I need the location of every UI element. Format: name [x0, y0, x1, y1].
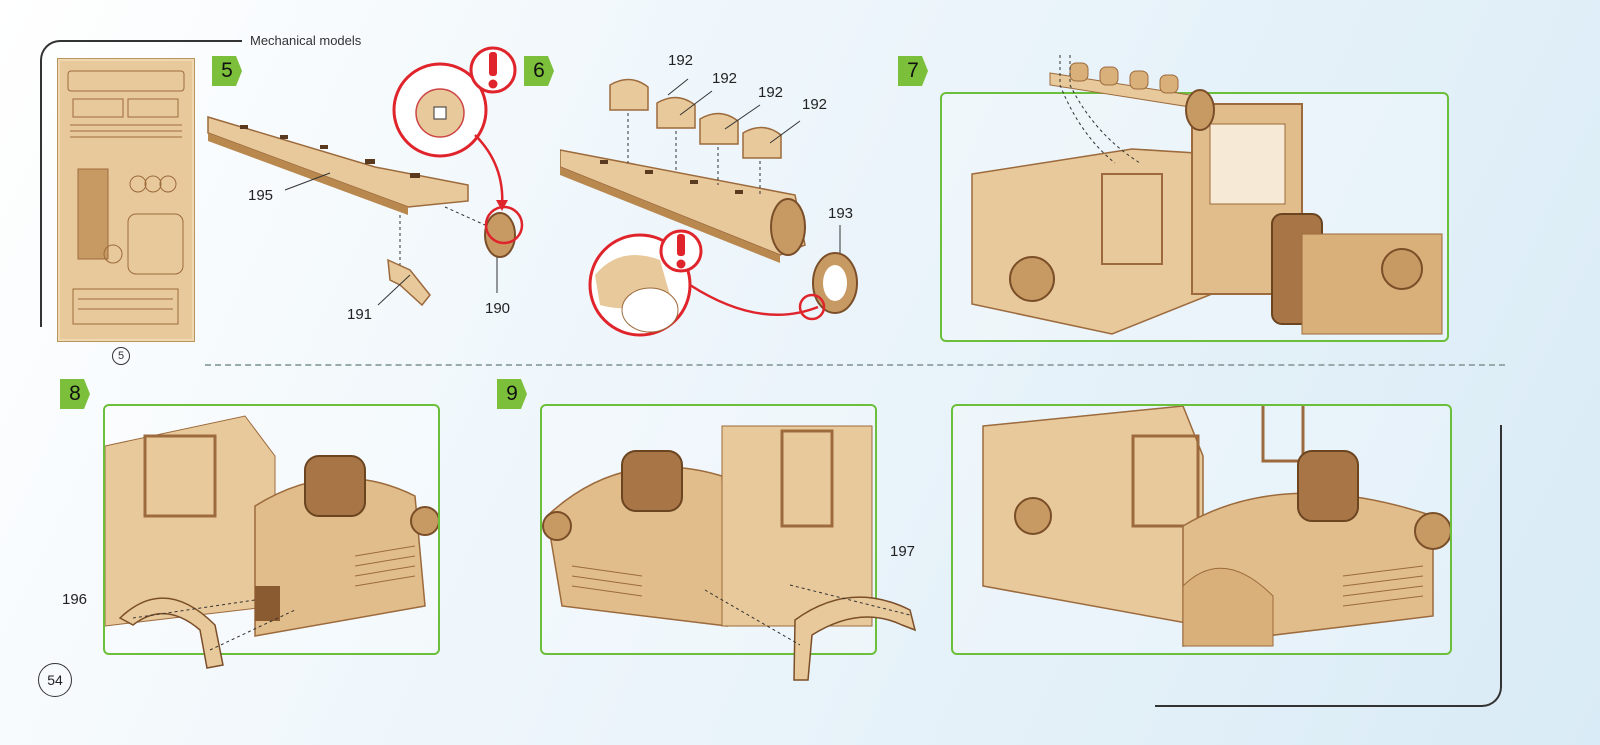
step-8-badge: 8 — [60, 379, 90, 409]
step-8-fender-part — [115, 570, 315, 675]
step-7-roof-rack — [1040, 55, 1230, 165]
part-label-192-a: 192 — [668, 52, 694, 69]
step-6-illustration — [560, 55, 880, 345]
part-label-192-b: 192 — [712, 70, 738, 87]
header-frame-line — [40, 40, 242, 327]
step-8-panel — [103, 404, 440, 655]
step-5-badge: 5 — [212, 56, 242, 86]
footer-frame-line — [1155, 425, 1502, 707]
result-panel — [951, 404, 1452, 655]
step-9-panel — [540, 404, 877, 655]
part-label-195: 195 — [248, 187, 274, 204]
part-label-192-d: 192 — [802, 96, 828, 113]
step-5-warning-icon — [468, 42, 518, 102]
step-7-panel — [940, 92, 1449, 342]
step-9-fender-part — [690, 575, 930, 685]
parts-sheet-thumbnail — [57, 58, 195, 342]
part-label-190: 190 — [485, 300, 511, 317]
row-separator — [205, 364, 1505, 366]
part-label-193: 193 — [828, 205, 854, 222]
part-label-191: 191 — [347, 306, 373, 323]
page-number: 54 — [38, 663, 72, 697]
step-5-illustration — [200, 55, 530, 345]
parts-sheet-number: 5 — [112, 347, 130, 365]
part-label-197: 197 — [890, 543, 916, 560]
part-label-196: 196 — [62, 591, 88, 608]
step-6-badge: 6 — [524, 56, 554, 86]
step-6-warning-icon — [658, 225, 704, 281]
part-label-192-c: 192 — [758, 84, 784, 101]
page-header-title: Mechanical models — [250, 33, 362, 48]
step-7-badge: 7 — [898, 56, 928, 86]
step-9-badge: 9 — [497, 379, 527, 409]
